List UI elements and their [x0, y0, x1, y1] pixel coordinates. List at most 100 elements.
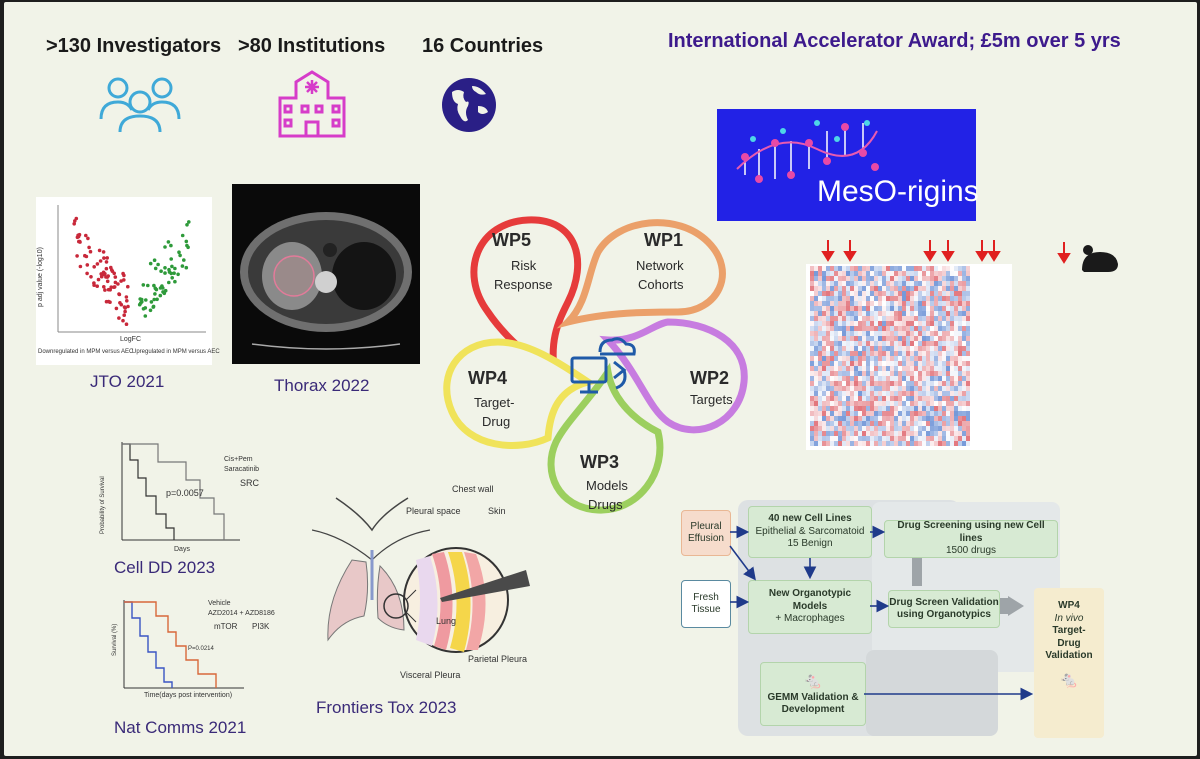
heatmap-cell: [958, 286, 962, 291]
heatmap-cell: [834, 361, 838, 366]
heatmap-cell: [834, 381, 838, 386]
heatmap-cell: [930, 361, 934, 366]
heatmap-cell: [862, 331, 866, 336]
heatmap-cell: [950, 411, 954, 416]
volcano-point: [170, 264, 174, 269]
heatmap-cell: [910, 441, 914, 446]
heatmap-cell: [934, 411, 938, 416]
heatmap-cell: [938, 321, 942, 326]
heatmap-cell: [830, 346, 834, 351]
heatmap-cell: [878, 421, 882, 426]
heatmap-cell: [894, 306, 898, 311]
heatmap-cell: [810, 411, 814, 416]
volcano-xlabel: LogFC: [120, 336, 142, 343]
heatmap-cell: [826, 306, 830, 311]
heatmap-cell: [846, 386, 850, 391]
heatmap-cell: [946, 351, 950, 356]
heatmap-cell: [890, 436, 894, 441]
heatmap-cell: [878, 336, 882, 341]
heatmap-cell: [898, 291, 902, 296]
heatmap-cell: [862, 311, 866, 316]
heatmap-cell: [894, 431, 898, 436]
heatmap-cell: [878, 381, 882, 386]
heatmap-cell: [866, 296, 870, 301]
heatmap-cell: [910, 341, 914, 346]
heatmap-cell: [934, 301, 938, 306]
heatmap-cell: [918, 421, 922, 426]
heatmap-cell: [890, 361, 894, 366]
heatmap-cell: [850, 381, 854, 386]
heatmap-cell: [918, 406, 922, 411]
heatmap-cell: [874, 391, 878, 396]
km-plot-natcomms: Vehicle AZD2014 + AZD8186 mTOR PI3K P=0.…: [112, 596, 288, 706]
heatmap-cell: [870, 386, 874, 391]
heatmap-cell: [874, 401, 878, 406]
heatmap-cell: [966, 416, 970, 421]
heatmap-cell: [850, 386, 854, 391]
heatmap-cell: [942, 416, 946, 421]
heatmap-cell: [902, 371, 906, 376]
wp1-line2: Cohorts: [638, 277, 684, 292]
heatmap-cell: [826, 346, 830, 351]
heatmap-cell: [890, 366, 894, 371]
heatmap-cell: [962, 321, 966, 326]
heatmap-cell: [830, 336, 834, 341]
heatmap-cell: [874, 381, 878, 386]
heatmap-cell: [830, 316, 834, 321]
heatmap-cell: [958, 266, 962, 271]
heatmap-cell: [894, 316, 898, 321]
heatmap-cell: [834, 301, 838, 306]
heatmap-cell: [910, 436, 914, 441]
heatmap-cell: [846, 276, 850, 281]
heatmap-cell: [830, 371, 834, 376]
heatmap-cell: [910, 301, 914, 306]
heatmap-cell: [826, 401, 830, 406]
heatmap-cell: [910, 396, 914, 401]
volcano-ylabel: p adj value (-log10): [37, 247, 44, 307]
heatmap-cell: [898, 401, 902, 406]
heatmap-cell: [966, 426, 970, 431]
volcano-point: [184, 239, 189, 244]
heatmap-cell: [898, 356, 902, 361]
heatmap-cell: [830, 416, 834, 421]
heatmap-cell: [858, 356, 862, 361]
heatmap-cell: [902, 376, 906, 381]
heatmap-cell: [966, 336, 970, 341]
heatmap-cell: [826, 276, 830, 281]
ct-scan-image: [232, 184, 420, 364]
heatmap-cell: [886, 436, 890, 441]
heatmap-cell: [942, 401, 946, 406]
heatmap-cell: [830, 291, 834, 296]
frontiers-caption: Frontiers Tox 2023: [316, 698, 457, 717]
heatmap-cell: [854, 421, 858, 426]
heatmap-cell: [910, 291, 914, 296]
heatmap-cell: [890, 416, 894, 421]
heatmap-cell: [898, 436, 902, 441]
heatmap-cell: [934, 431, 938, 436]
volcano-point: [159, 269, 163, 273]
heatmap-cell: [814, 376, 818, 381]
heatmap-cell: [882, 366, 886, 371]
heatmap-cell: [830, 421, 834, 426]
heatmap-cell: [834, 281, 838, 286]
heatmap-cell: [822, 341, 826, 346]
heatmap-cell: [890, 401, 894, 406]
heatmap-cell: [894, 411, 898, 416]
heatmap-cell: [906, 386, 910, 391]
heatmap-cell: [922, 296, 926, 301]
heatmap-cell: [946, 306, 950, 311]
heatmap-cell: [910, 421, 914, 426]
heatmap-cell: [862, 436, 866, 441]
heatmap-cell: [950, 321, 954, 326]
heatmap-cell: [850, 441, 854, 446]
heatmap-cell: [850, 301, 854, 306]
heatmap-cell: [886, 346, 890, 351]
volcano-point: [75, 254, 79, 258]
heatmap-cell: [850, 271, 854, 276]
heatmap-cell: [854, 296, 858, 301]
heatmap-cell: [942, 336, 946, 341]
heatmap-cell: [886, 391, 890, 396]
heatmap-cell: [938, 391, 942, 396]
heatmap-cell: [914, 276, 918, 281]
heatmap-cell: [958, 431, 962, 436]
